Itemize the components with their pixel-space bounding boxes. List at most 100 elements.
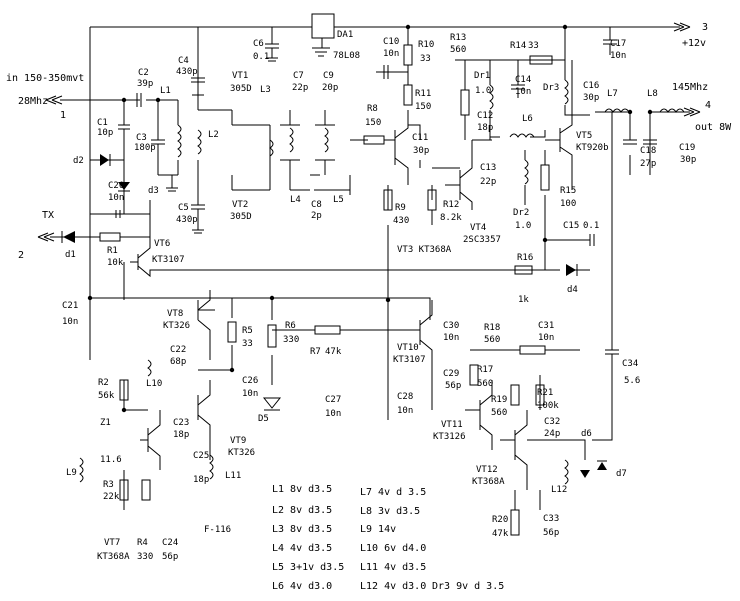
label-r11: R11 bbox=[415, 89, 431, 99]
label-c4-value: 430p bbox=[176, 67, 198, 77]
resistor-r17-icon bbox=[469, 364, 479, 386]
label-vt5: VT5 bbox=[576, 131, 592, 141]
label-vt11: VT11 bbox=[441, 420, 463, 430]
label-c32: C32 bbox=[544, 417, 560, 427]
supply-port-3-arrow-icon bbox=[673, 22, 691, 32]
label-da1: DA1 bbox=[337, 30, 353, 40]
coil-notes: L1 8v d3.5 L2 8v d3.5 L3 8v d3.5 L4 4v d… bbox=[272, 484, 504, 592]
label-c27: C27 bbox=[325, 395, 341, 405]
label-vt8: VT8 bbox=[167, 309, 183, 319]
label-c26-value: 10n bbox=[242, 389, 258, 399]
port-supply-voltage: +12v bbox=[682, 38, 706, 49]
inductor-l2-icon bbox=[197, 129, 202, 155]
coil-note: L8 3v d3.5 bbox=[360, 506, 420, 517]
label-c5-value: 430p bbox=[176, 215, 198, 225]
inductor-l5-icon bbox=[324, 127, 329, 153]
choke-dr2-icon bbox=[524, 159, 529, 185]
label-vt1-value: 305D bbox=[230, 84, 252, 94]
diode-d6-icon bbox=[580, 470, 590, 478]
label-c1: C1 bbox=[97, 118, 108, 128]
choke-dr3-icon bbox=[564, 79, 569, 105]
port-in-number: 1 bbox=[60, 110, 66, 121]
resistor-r12-icon bbox=[427, 189, 437, 211]
label-r3-value: 22k bbox=[103, 492, 120, 502]
label-r2-value: 56k bbox=[98, 391, 115, 401]
labels: in 150-350mvt 28Mhz 1 TX 2 3 +12v 145Mhz… bbox=[6, 22, 732, 562]
label-c28-value: 10n bbox=[397, 406, 413, 416]
inductor-l10-icon bbox=[147, 359, 152, 377]
label-c18-value: 27p bbox=[640, 159, 656, 169]
label-r8-value: 150 bbox=[365, 118, 381, 128]
diode-d7-icon bbox=[597, 462, 607, 470]
resistor-r21-icon bbox=[535, 384, 545, 406]
label-c24-value: 56p bbox=[162, 552, 178, 562]
inductor-l6-icon bbox=[509, 133, 535, 138]
label-c29: C29 bbox=[443, 369, 459, 379]
label-c3: C3 bbox=[136, 133, 147, 143]
label-c6-value: 0.1 bbox=[253, 52, 269, 62]
label-r10-value: 33 bbox=[420, 54, 431, 64]
inductor-l4-icon bbox=[289, 127, 294, 153]
label-c18: C18 bbox=[640, 146, 656, 156]
label-c9: C9 bbox=[323, 71, 334, 81]
label-c13-value: 22p bbox=[480, 177, 496, 187]
label-r17: R17 bbox=[477, 365, 493, 375]
label-vt9: VT9 bbox=[230, 436, 246, 446]
label-vt9-value: KT326 bbox=[228, 448, 255, 458]
label-r15-value: 100 bbox=[560, 199, 576, 209]
label-c25-value: 18p bbox=[193, 475, 209, 485]
port-out-power: out 8W bbox=[695, 122, 732, 133]
label-r19: R19 bbox=[491, 395, 507, 405]
label-l4: L4 bbox=[290, 195, 301, 205]
label-c15-value: 0.1 bbox=[583, 221, 599, 231]
label-vt1: VT1 bbox=[232, 71, 248, 81]
label-c14-value: 10n bbox=[515, 87, 531, 97]
label-c23: C23 bbox=[173, 418, 189, 428]
resistor-r10-icon bbox=[403, 44, 413, 66]
port-in-caption: in 150-350mvt bbox=[6, 73, 84, 84]
label-r18-value: 560 bbox=[484, 335, 500, 345]
port-supply-number: 3 bbox=[702, 22, 708, 33]
label-c31: C31 bbox=[538, 321, 554, 331]
port-out-freq: 145Mhz bbox=[672, 82, 708, 93]
diode-d2-icon bbox=[100, 154, 109, 166]
resistor-r6-icon bbox=[267, 324, 277, 348]
resistor-r16-icon bbox=[514, 265, 533, 275]
resistor-r1-icon bbox=[99, 232, 121, 242]
label-vt7-value: KT368A bbox=[97, 552, 130, 562]
label-c15: C15 bbox=[563, 221, 579, 231]
label-c22-value: 68p bbox=[170, 357, 186, 367]
label-r20-value: 47k bbox=[492, 529, 509, 539]
resistor-r8-icon bbox=[363, 135, 385, 145]
label-r1: R1 bbox=[107, 246, 118, 256]
inductor-l12-icon bbox=[564, 459, 569, 485]
label-c7-value: 22p bbox=[292, 83, 308, 93]
diode-symbols bbox=[61, 154, 607, 478]
label-z1-value: 11.6 bbox=[100, 455, 122, 465]
label-c30: C30 bbox=[443, 321, 459, 331]
label-r16: R16 bbox=[517, 253, 533, 263]
coil-note: L9 14v bbox=[360, 524, 396, 535]
label-d4: d4 bbox=[567, 285, 578, 295]
label-c33-value: 56p bbox=[543, 528, 559, 538]
resistor-r19-icon bbox=[510, 384, 520, 406]
coil-note: L1 8v d3.5 bbox=[272, 484, 332, 495]
choke-dr1-icon bbox=[489, 84, 494, 110]
label-r6-value: 330 bbox=[283, 335, 299, 345]
resistor-r18-icon bbox=[519, 345, 546, 355]
label-dr2-value: 1.0 bbox=[515, 221, 531, 231]
label-r15: R15 bbox=[560, 186, 576, 196]
label-l7: L7 bbox=[607, 89, 618, 99]
label-da1-value: 78L08 bbox=[333, 51, 360, 61]
label-r10: R10 bbox=[418, 40, 434, 50]
label-vt5-value: KT920b bbox=[576, 143, 609, 153]
resistor-r2-icon bbox=[119, 379, 129, 401]
label-vt3: VT3 KT368A bbox=[397, 245, 452, 255]
coil-note: Dr3 9v d 3.5 bbox=[432, 581, 504, 592]
label-vt4: VT4 bbox=[470, 223, 486, 233]
label-d6: d6 bbox=[581, 429, 592, 439]
inductor-l1-icon bbox=[177, 124, 182, 158]
label-c2: C2 bbox=[138, 68, 149, 78]
label-d1: d1 bbox=[65, 250, 76, 260]
label-vt2-value: 305D bbox=[230, 212, 252, 222]
